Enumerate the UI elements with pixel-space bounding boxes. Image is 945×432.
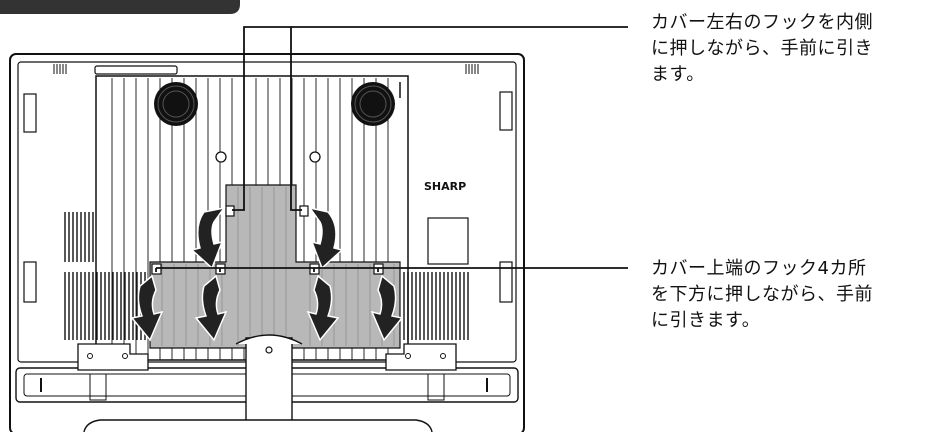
bracket-screw-left-2 <box>122 353 128 359</box>
arrow-top-3 <box>306 274 340 342</box>
curved-arrows <box>130 206 404 342</box>
callout-side-hooks: カバー左右のフックを内側 に押しながら、手前に引き ます。 <box>651 10 873 88</box>
section-header-tab <box>0 0 240 14</box>
side-slot-right-bottom <box>499 261 513 303</box>
bottom-bar-right-tick <box>486 378 488 392</box>
bracket-screw-left-1 <box>87 353 93 359</box>
side-vent-left-lower <box>64 272 146 340</box>
mount-hole-left <box>215 151 227 163</box>
callout-side-hooks-line-3: ます。 <box>651 64 705 85</box>
mount-hole-right <box>309 151 321 163</box>
callout-side-hooks-line-2: に押しながら、手前に引き <box>651 38 873 59</box>
stand-top <box>235 334 303 345</box>
side-vent-right-lower <box>403 272 469 340</box>
bracket-screw-right-1 <box>405 353 411 359</box>
leader-lines-side-hooks <box>232 26 628 211</box>
bracket-screw-right-2 <box>440 353 446 359</box>
side-slot-left-bottom <box>23 261 37 303</box>
side-slot-right-top <box>499 91 513 131</box>
top-vent-left <box>53 64 67 74</box>
brand-logo: SHARP <box>424 180 466 193</box>
bottom-bar-left-tick <box>40 378 42 392</box>
callout-top-hooks-line-2: を下方に押しながら、手前 <box>651 284 873 305</box>
leader-lines-top-hooks <box>155 267 628 272</box>
arrow-top-1 <box>130 274 164 342</box>
arrow-top-4 <box>370 274 404 342</box>
callout-top-hooks-line-3: に引きます。 <box>651 310 761 331</box>
side-hooks <box>225 205 309 217</box>
side-slot-left-top <box>23 93 37 133</box>
callout-side-hooks-line-1: カバー左右のフックを内側 <box>651 12 873 33</box>
callout-top-hooks-line-1: カバー上端のフック4カ所 <box>651 258 867 279</box>
speaker-right <box>351 82 395 126</box>
speaker-left <box>154 82 198 126</box>
label-plate <box>427 217 469 265</box>
bottom-bar-left-slot <box>89 373 107 401</box>
bottom-bar-right-slot <box>427 373 445 401</box>
stand-neck-screw <box>265 346 273 354</box>
callout-top-hooks: カバー上端のフック4カ所 を下方に押しながら、手前 に引きます。 <box>651 256 873 334</box>
stand-base <box>83 419 433 432</box>
stand-bracket-left <box>77 343 149 371</box>
top-handle <box>94 65 178 75</box>
top-vent-right <box>465 64 479 74</box>
stand-bracket-right <box>385 343 457 371</box>
cover-ribs <box>111 78 389 360</box>
arrow-top-2 <box>194 274 228 342</box>
side-vent-left-upper <box>64 212 94 262</box>
